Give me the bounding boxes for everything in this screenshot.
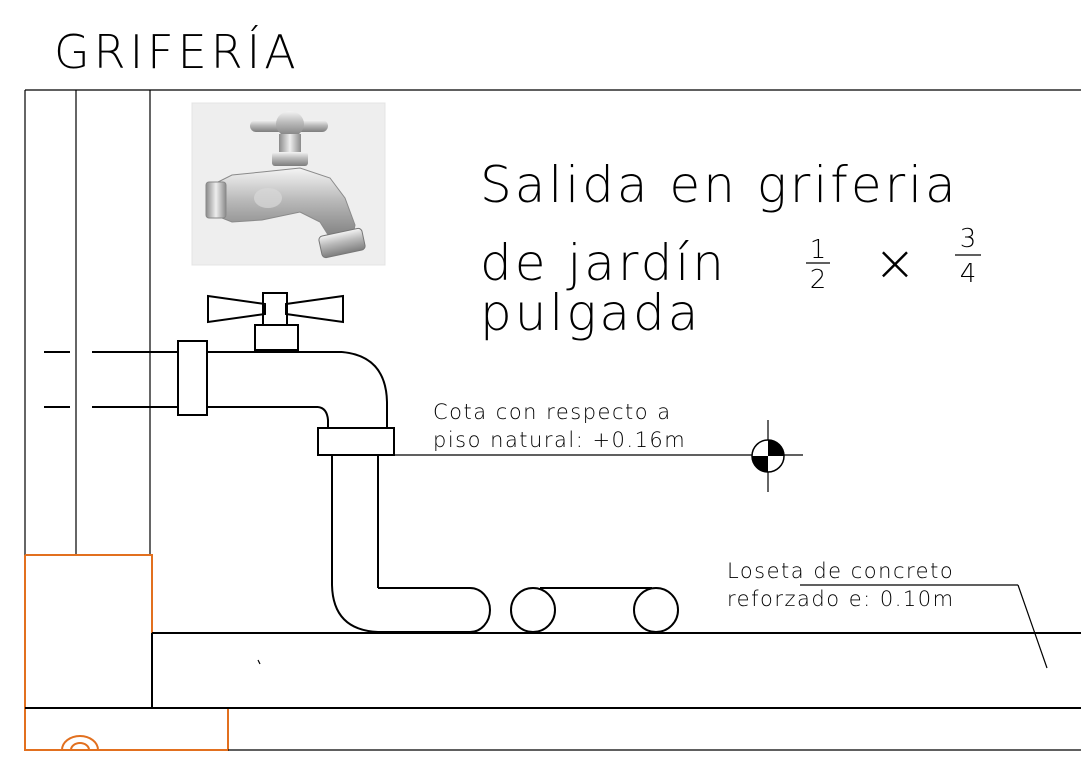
main-label-line1: Salida en griferia [480,156,959,214]
slab-label-line1: Loseta de concreto [727,559,954,583]
main-label-line2-prefix: de jardín [480,234,727,292]
slab-label-line2: reforzado e: 0.10m [727,587,955,611]
fraction-half-numerator: 1 [810,235,827,265]
concrete-slab [25,632,1081,751]
faucet-drawing [44,292,679,633]
main-label-line3: pulgada [480,284,701,342]
masonry-wall [24,554,229,751]
fraction-three-quarters-denominator: 4 [960,259,977,289]
slab-label: Loseta de concreto reforzado e: 0.10m [727,559,1048,669]
fraction-half-denominator: 2 [810,265,827,295]
times-sign: × [874,234,919,292]
cota-label-line2: piso natural: +0.16m [433,428,686,452]
main-label: Salida en griferia de jardín 1 2 × 3 4 p… [480,156,981,342]
drawing-frame [24,89,1081,555]
faucet-photo [191,102,386,266]
elevation-marker: Cota con respecto a piso natural: +0.16m [394,400,803,492]
drawing-title: GRIFERÍA [54,25,300,79]
cota-label-line1: Cota con respecto a [433,400,672,424]
fraction-three-quarters-numerator: 3 [960,224,977,254]
